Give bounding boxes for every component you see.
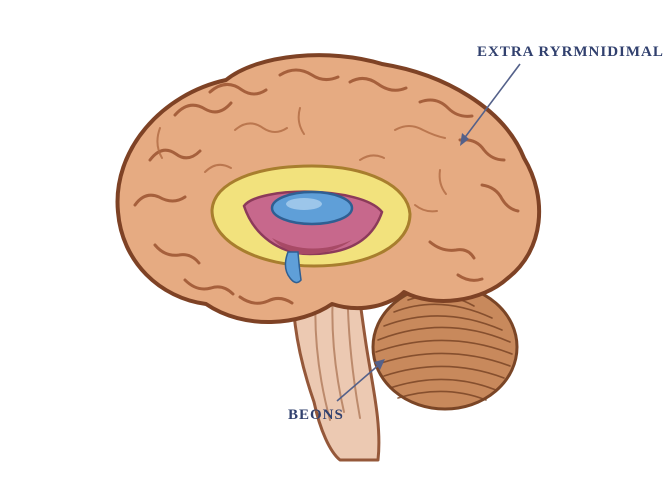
ventricle-drip [284,251,302,284]
leader-arrow-extra-pyramidal [460,133,469,146]
annotation-pons: BEONS [288,359,385,423]
corpus-callosum-cutaway [210,164,412,284]
label-extra-pyramidal: EXTRA RYRMNIDIMAL [477,44,664,60]
annotation-extra-pyramidal: EXTRA RYRMNIDIMAL [460,44,664,146]
leader-line-pons [336,362,382,402]
cerebellum [371,283,519,411]
thalamus [270,190,354,226]
leader-arrow-pons [374,359,385,370]
leader-line-extra-pyramidal [462,63,521,141]
cerebrum [115,53,542,324]
label-pons: BEONS [288,407,344,423]
